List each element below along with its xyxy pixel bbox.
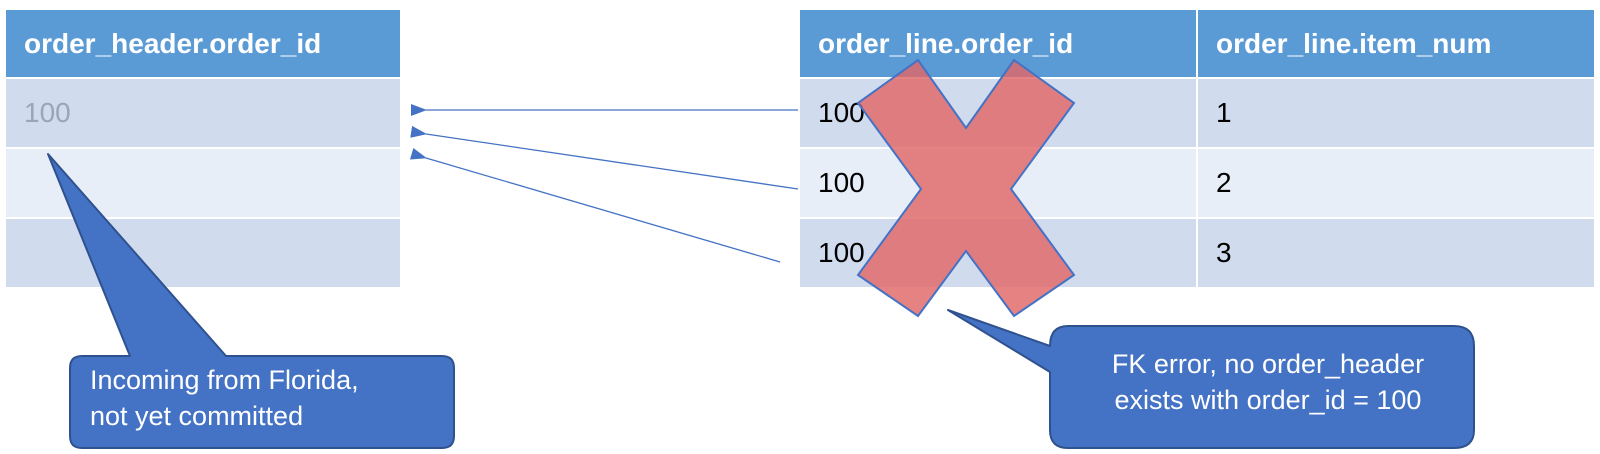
order-line-order-id-header: order_line.order_id (800, 10, 1196, 77)
table-row: 100 2 (800, 147, 1594, 217)
fk-error-callout-line: exists with order_id = 100 (1114, 385, 1422, 415)
order-line-table: order_line.order_id order_line.item_num … (800, 10, 1594, 287)
order-header-cell-empty (6, 217, 400, 287)
table-row (6, 147, 400, 217)
order-line-item-num-cell: 1 (1196, 77, 1594, 147)
order-line-order-id-cell: 100 (800, 217, 1196, 287)
order-line-order-id-cell: 100 (800, 147, 1196, 217)
incoming-callout: Incoming from Florida, not yet committed (90, 362, 440, 434)
incoming-callout-line: not yet committed (90, 401, 304, 431)
order-header-cell-empty (6, 147, 400, 217)
fk-arrow-row-3 (409, 148, 781, 263)
order-header-table: order_header.order_id 100 (6, 10, 400, 287)
order-header-cell-uncommitted: 100 (6, 77, 400, 147)
order-header-column-header: order_header.order_id (6, 10, 400, 77)
order-line-item-num-cell: 3 (1196, 217, 1594, 287)
order-line-item-num-cell: 2 (1196, 147, 1594, 217)
incoming-callout-line: Incoming from Florida, (90, 365, 359, 395)
table-row: 100 1 (800, 77, 1594, 147)
fk-error-callout-line: FK error, no order_header (1111, 349, 1425, 379)
order-line-item-num-header: order_line.item_num (1196, 10, 1594, 77)
table-row: 100 (6, 77, 400, 147)
table-row (6, 217, 400, 287)
fk-error-callout: FK error, no order_header exists with or… (1068, 346, 1468, 418)
fk-arrow-row-2 (410, 125, 799, 190)
table-row: 100 3 (800, 217, 1594, 287)
order-line-order-id-cell: 100 (800, 77, 1196, 147)
